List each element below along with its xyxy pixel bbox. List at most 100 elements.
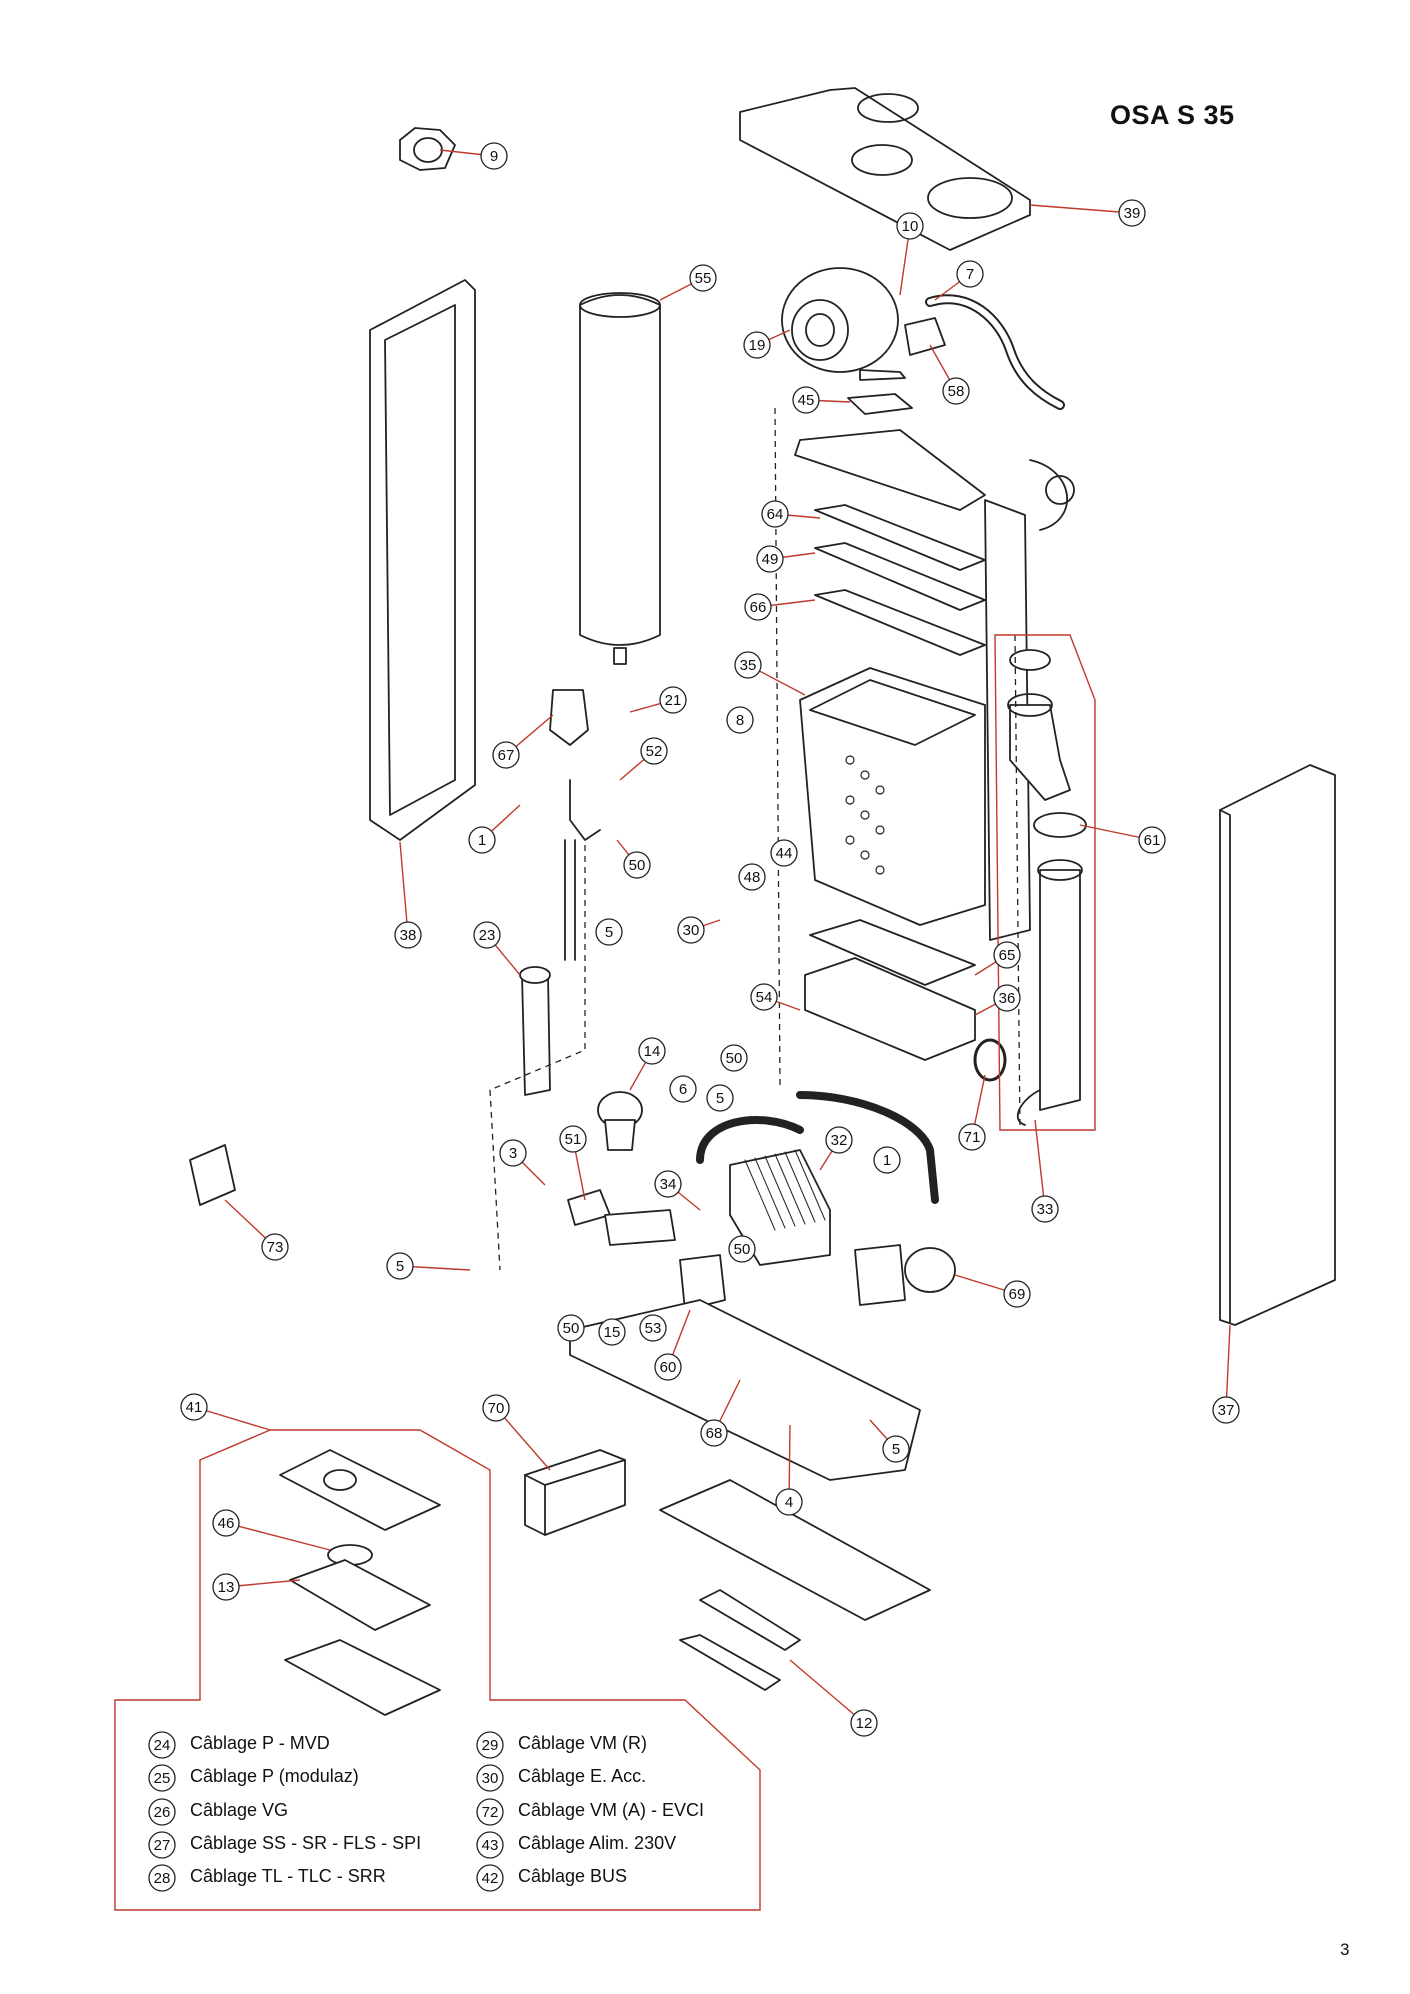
legend-number: 43 — [482, 1837, 499, 1854]
interface-box-part — [189, 1144, 236, 1206]
callout-circle — [993, 984, 1021, 1012]
callout-number: 6 — [679, 1081, 687, 1098]
legend-label: Câblage E. Acc. — [518, 1766, 647, 1786]
callout-number: 58 — [948, 383, 965, 400]
base-plate-part — [569, 1299, 921, 1481]
callout-circle — [669, 1075, 697, 1103]
legend-label: Câblage VM (R) — [518, 1733, 648, 1753]
callout-number: 30 — [683, 922, 700, 939]
callout-number: 37 — [1218, 1402, 1235, 1419]
callout-number: 45 — [798, 392, 815, 409]
callout-number: 52 — [646, 743, 663, 760]
callout-number: 65 — [999, 947, 1016, 964]
callout-circle — [473, 921, 501, 949]
legend-number-circle — [148, 1831, 176, 1859]
callout-circle — [598, 1318, 626, 1346]
legend-label: Câblage P (modulaz) — [190, 1766, 359, 1786]
callout-circle — [659, 686, 687, 714]
callout-circle — [756, 545, 784, 573]
callout-circle — [744, 593, 772, 621]
callout-number: 23 — [479, 927, 496, 944]
air-inlet-part — [399, 127, 456, 171]
callout-number: 39 — [1124, 205, 1141, 222]
callout-circle — [882, 1435, 910, 1463]
callout-number: 33 — [1037, 1201, 1054, 1218]
legend-number-circle — [476, 1731, 504, 1759]
callout-circle — [480, 142, 508, 170]
callout-circle — [942, 377, 970, 405]
burner-frames-part — [794, 429, 986, 656]
callout-circle — [873, 1146, 901, 1174]
callout-number: 68 — [706, 1425, 723, 1442]
callout-leader-line — [1029, 204, 1133, 214]
callout-circle — [482, 1394, 510, 1422]
callout-number: 15 — [604, 1324, 621, 1341]
callout-circle — [738, 863, 766, 891]
callout-number: 54 — [756, 989, 773, 1006]
callout-circle — [993, 941, 1021, 969]
legend-label: Câblage TL - TLC - SRR — [190, 1866, 386, 1886]
legend-label: Câblage Alim. 230V — [518, 1833, 677, 1853]
callout-circle — [1031, 1195, 1059, 1223]
top-plate-part — [739, 87, 1031, 251]
callout-number: 4 — [785, 1494, 793, 1511]
legend-number: 42 — [482, 1870, 499, 1887]
callout-number: 35 — [740, 657, 757, 674]
legend-number-circle — [476, 1831, 504, 1859]
callout-circle — [770, 839, 798, 867]
legend-number-circle — [148, 1864, 176, 1892]
callout-circle — [677, 916, 705, 944]
legend-number: 30 — [482, 1770, 499, 1787]
callout-circle — [734, 651, 762, 679]
callout-circle — [639, 1314, 667, 1342]
callout-circle — [896, 212, 924, 240]
callout-number: 51 — [565, 1131, 582, 1148]
callout-circle — [720, 1044, 748, 1072]
callout-circle — [775, 1488, 803, 1516]
hose-inner — [927, 296, 1063, 408]
callout-circle — [750, 983, 778, 1011]
callout-number: 32 — [831, 1132, 848, 1149]
callout-number: 1 — [478, 832, 486, 849]
callout-circle — [499, 1139, 527, 1167]
callout-number: 7 — [966, 266, 974, 283]
callout-circle — [825, 1126, 853, 1154]
page-title: OSA S 35 — [1110, 100, 1235, 130]
callout-number: 14 — [644, 1043, 661, 1060]
callout-circle — [728, 1235, 756, 1263]
callout-number: 10 — [902, 218, 919, 235]
callout-number: 71 — [964, 1129, 981, 1146]
callout-circle — [492, 741, 520, 769]
legend-number: 28 — [154, 1870, 171, 1887]
callout-circle — [700, 1419, 728, 1447]
callout-number: 50 — [734, 1241, 751, 1258]
callout-number: 49 — [762, 551, 779, 568]
legend-label: Câblage BUS — [518, 1866, 628, 1886]
legend-number: 27 — [154, 1837, 171, 1854]
callout-circle — [792, 386, 820, 414]
callout-number: 61 — [1144, 832, 1161, 849]
fan-part — [781, 267, 946, 381]
callout-number: 19 — [749, 337, 766, 354]
callout-number: 5 — [605, 924, 613, 941]
callout-number: 5 — [892, 1441, 900, 1458]
callout-number: 13 — [218, 1579, 235, 1596]
control-group-outline — [114, 1429, 761, 1911]
legend-number-circle — [476, 1864, 504, 1892]
callout-circle — [1118, 199, 1146, 227]
callout-circle — [394, 921, 422, 949]
callout-circle — [623, 851, 651, 879]
back-frame-part — [984, 459, 1075, 941]
callout-leader-line — [789, 1659, 865, 1724]
callout-circle — [1212, 1396, 1240, 1424]
condensate-tray-part — [804, 919, 976, 1061]
legend-number: 29 — [482, 1737, 499, 1754]
legend-label: Câblage VG — [190, 1800, 289, 1820]
air-vent-part — [519, 689, 601, 1096]
callout-number: 9 — [490, 148, 498, 165]
legend-number-circle — [148, 1764, 176, 1792]
callout-circle — [956, 260, 984, 288]
bracket-part — [679, 1589, 801, 1691]
